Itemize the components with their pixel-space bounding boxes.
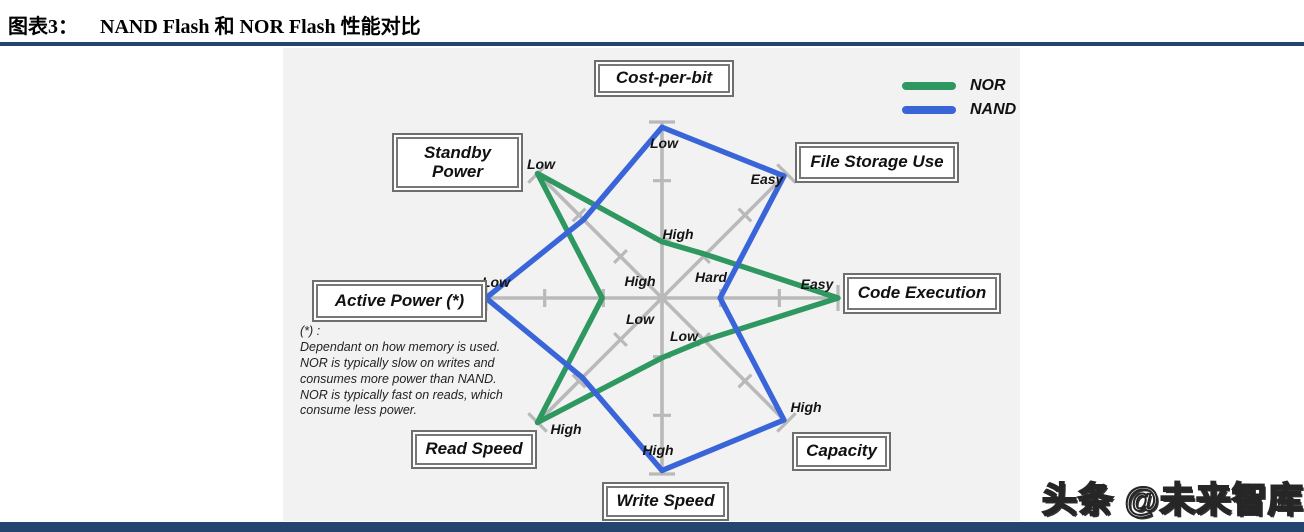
tick-read_speed (613, 331, 629, 347)
nand-line-swatch (902, 106, 956, 114)
legend-item-nor: NOR (902, 74, 1016, 98)
label-standby-outer: Low (527, 156, 555, 172)
label-read-outer: High (550, 421, 582, 437)
legend-label-nor: NOR (970, 77, 1006, 94)
axis-box-read-speed: Read Speed (411, 430, 537, 469)
label-cost-inner: High (662, 226, 694, 242)
label-cost-outer: Low (650, 135, 678, 151)
series-polygon-nor (534, 170, 841, 426)
caption-title: NAND Flash 和 NOR Flash 性能对比 (100, 16, 421, 38)
label-active-inner: High (624, 273, 656, 289)
tick-capacity (737, 373, 753, 389)
label-write-inner: Low (670, 328, 698, 344)
spoke-file_storage_use (660, 172, 788, 300)
tick-read_speed (571, 373, 587, 389)
axis-box-standby-power: Standby Power (392, 133, 523, 192)
label-read-inner: Low (626, 311, 654, 327)
nor-line-swatch (902, 82, 956, 90)
axis-box-cost-per-bit: Cost-per-bit (594, 60, 734, 97)
legend-label-nand: NAND (970, 101, 1017, 118)
legend: NOR NAND (902, 74, 1016, 122)
bottom-bar (0, 522, 1304, 532)
tick-standby_power (571, 207, 587, 223)
axis-box-write-speed: Write Speed (602, 482, 729, 521)
spoke-standby_power (536, 172, 664, 300)
spoke-read_speed (536, 296, 664, 424)
series-polygon-nand (483, 124, 787, 474)
axis-box-code-execution: Code Execution (843, 273, 1001, 314)
figure-caption: 图表3： NAND Flash 和 NOR Flash 性能对比 (8, 10, 421, 39)
tick-standby_power (613, 249, 629, 265)
label-active-outer: Low (482, 274, 510, 290)
tick-file_storage_use (737, 207, 753, 223)
spoke-capacity (660, 296, 788, 424)
label-capacity-outer: High (790, 399, 822, 415)
watermark: 头条 @未来智库 (1041, 480, 1304, 521)
axis-box-active-power: Active Power (*) (312, 280, 487, 322)
footnote: (*) : Dependant on how memory is used. N… (300, 324, 503, 418)
tick-capacity (776, 412, 797, 433)
caption-underline (0, 42, 1304, 46)
label-file-outer: Easy (750, 171, 784, 187)
label-code-outer: Easy (800, 276, 834, 292)
axis-box-file-storage-use: File Storage Use (795, 142, 959, 183)
legend-item-nand: NAND (902, 98, 1016, 122)
caption-index: 图表3： (8, 16, 78, 38)
label-code-inner: Hard (695, 269, 727, 285)
tick-file_storage_use (776, 163, 797, 184)
label-write-outer: High (642, 442, 674, 458)
axis-box-capacity: Capacity (792, 432, 891, 471)
